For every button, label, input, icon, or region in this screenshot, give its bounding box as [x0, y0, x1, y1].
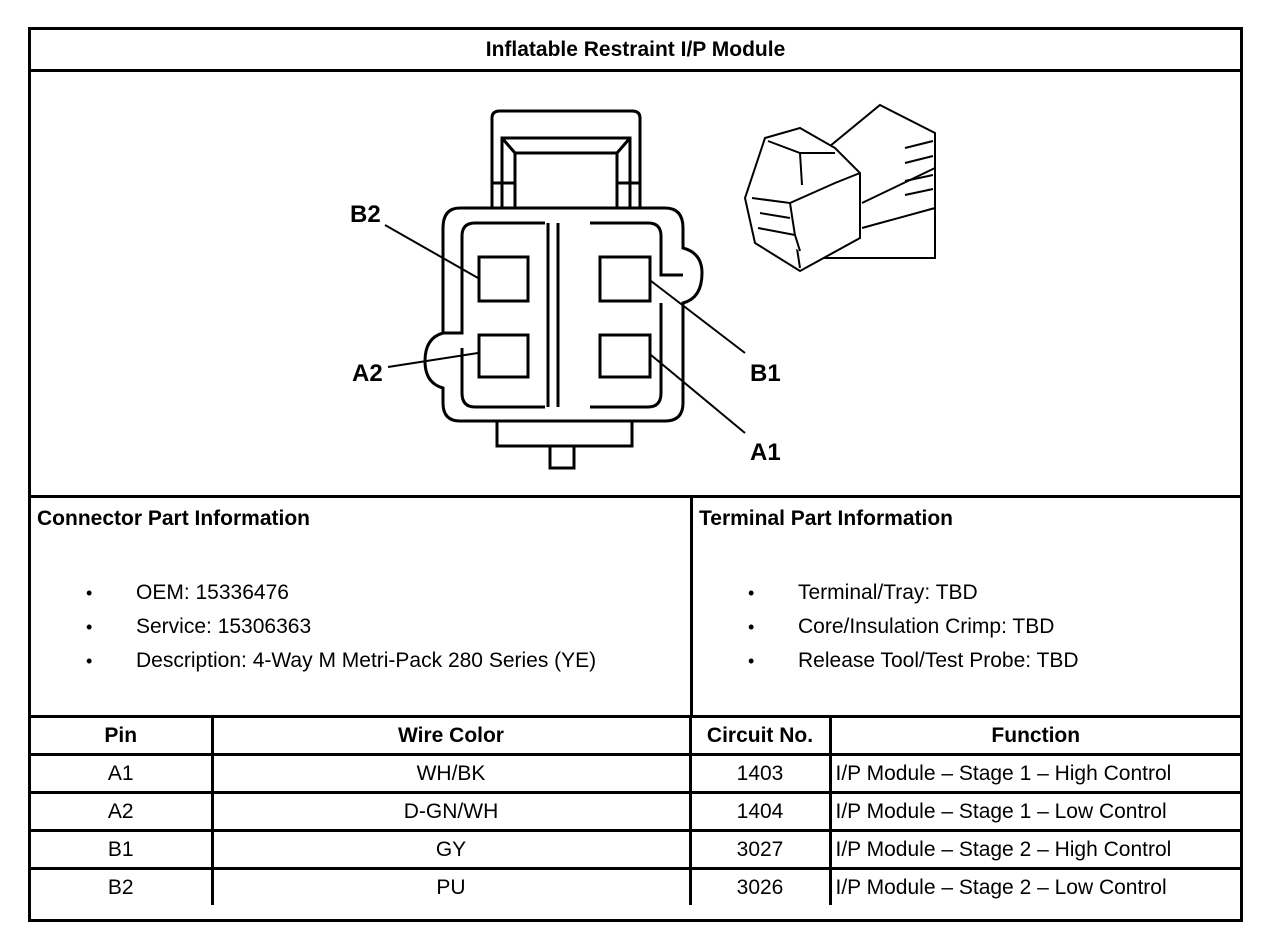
bullet-icon: • — [86, 651, 93, 671]
function: I/P Module – Stage 2 – Low Control — [828, 867, 1240, 905]
list-item: • Description: 4-Way M Metri-Pack 280 Ser… — [31, 644, 596, 678]
header-pin: Pin — [31, 718, 214, 756]
bullet-icon: • — [748, 651, 755, 671]
function: I/P Module – Stage 2 – High Control — [828, 829, 1240, 870]
circuit-no: 1404 — [688, 791, 832, 832]
pin: A2 — [31, 791, 214, 832]
pin: B2 — [31, 867, 214, 905]
oem-number: OEM: 15336476 — [136, 581, 289, 604]
list-item: • Terminal/Tray: TBD — [693, 576, 1079, 610]
release-tool: Release Tool/Test Probe: TBD — [798, 649, 1079, 672]
header-function: Function — [828, 718, 1240, 756]
connector-info-heading: Connector Part Information — [37, 507, 311, 530]
service-number: Service: 15306363 — [136, 615, 312, 638]
core-insulation-crimp: Core/Insulation Crimp: TBD — [798, 615, 1055, 638]
list-item: • OEM: 15336476 — [31, 576, 596, 610]
bullet-icon: • — [86, 617, 93, 637]
bullet-icon: • — [748, 617, 755, 637]
list-item: • Core/Insulation Crimp: TBD — [693, 610, 1079, 644]
list-item: • Release Tool/Test Probe: TBD — [693, 644, 1079, 678]
circuit-no: 3026 — [688, 867, 832, 905]
connector-face-drawing: B2 A2 B1 A1 — [350, 103, 936, 470]
connector-diagram: B2 A2 B1 A1 — [31, 72, 1240, 498]
wire-color: PU — [210, 867, 692, 905]
bullet-icon: • — [86, 583, 93, 603]
connector-part-info: Connector Part Information • OEM: 1533647… — [31, 498, 693, 718]
terminal-info-heading: Terminal Part Information — [699, 507, 953, 530]
page-title: Inflatable Restraint I/P Module — [31, 30, 1240, 72]
pin-label-a2: A2 — [352, 360, 383, 387]
wire-color: D-GN/WH — [210, 791, 692, 832]
pin: B1 — [31, 829, 214, 870]
terminal-part-info: Terminal Part Information • Terminal/Tray… — [693, 498, 1243, 718]
circuit-no: 1403 — [688, 753, 832, 794]
wire-color: WH/BK — [210, 753, 692, 794]
pin-label-b2: B2 — [350, 201, 381, 228]
header-wire-color: Wire Color — [210, 718, 692, 756]
connector-sheet: Inflatable Restraint I/P Module — [28, 27, 1243, 922]
description: Description: 4-Way M Metri-Pack 280 Seri… — [136, 649, 597, 672]
bullet-icon: • — [748, 583, 755, 603]
header-circuit: Circuit No. — [688, 718, 832, 756]
function: I/P Module – Stage 1 – High Control — [828, 753, 1240, 794]
terminal-tray: Terminal/Tray: TBD — [798, 581, 978, 604]
pin-label-a1: A1 — [750, 439, 781, 466]
pin-label-b1: B1 — [750, 360, 781, 387]
function: I/P Module – Stage 1 – Low Control — [828, 791, 1240, 832]
list-item: • Service: 15306363 — [31, 610, 596, 644]
pin: A1 — [31, 753, 214, 794]
wire-color: GY — [210, 829, 692, 870]
circuit-no: 3027 — [688, 829, 832, 870]
connector-3d-icon — [743, 103, 936, 273]
